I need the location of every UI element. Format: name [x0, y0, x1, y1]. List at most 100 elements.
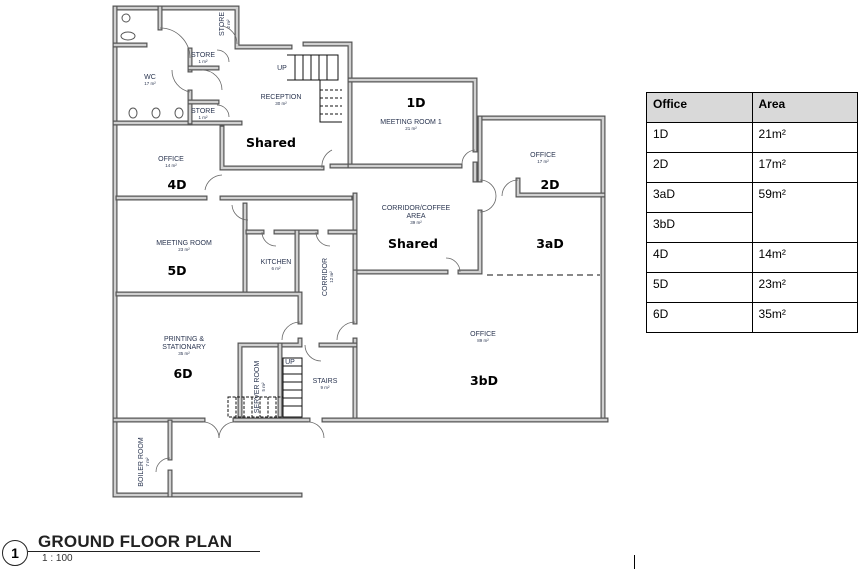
office-cell: 1D	[646, 122, 753, 153]
sink-icon	[121, 13, 131, 23]
tag-1d: 1D	[406, 95, 425, 110]
wall-segment	[457, 209, 483, 275]
tag-shared-reception: Shared	[246, 135, 296, 150]
tag-5d: 5D	[167, 263, 186, 278]
room-area: 21 m²	[405, 126, 417, 131]
room-area: 30 m²	[275, 101, 287, 106]
title-underline	[28, 551, 260, 552]
room-area: 23 m²	[178, 247, 190, 252]
room-area: 9 m²	[321, 385, 331, 390]
walls	[112, 5, 609, 498]
area-cell: 59m²	[751, 182, 858, 243]
area-cell: 23m²	[751, 272, 858, 303]
tag-3ad: 3aD	[536, 236, 564, 251]
room-area: 17 m²	[537, 159, 549, 164]
office-cell: 3aD	[646, 182, 753, 213]
wall-segment	[116, 292, 302, 324]
office-cell: 3bD	[646, 212, 753, 243]
office-cell: 5D	[646, 272, 753, 303]
room-name: OFFICE	[470, 331, 496, 338]
wall-segment	[112, 5, 293, 50]
wall-segment	[220, 126, 324, 170]
area-cell: 17m²	[751, 152, 858, 183]
room-name: PRINTING &	[164, 336, 204, 343]
view-number-badge: 1	[2, 540, 28, 566]
office-cell: 6D	[646, 302, 753, 333]
room-name: CORRIDOR	[322, 258, 329, 296]
room-name: STORE	[191, 108, 215, 115]
tenant-tags: 1D 2D 3aD 3bD 4D 5D 6D Shared Shared	[167, 95, 563, 388]
tag-2d: 2D	[540, 177, 559, 192]
wall-segment	[478, 116, 605, 422]
wall-segment	[516, 178, 605, 197]
tag-3bd: 3bD	[470, 373, 498, 388]
text-cursor	[634, 555, 635, 569]
room-name: STAIRS	[313, 378, 338, 385]
stairs	[227, 54, 342, 418]
room-area: 6 m²	[272, 266, 282, 271]
room-area: 1 m²	[199, 59, 209, 64]
table-row: 3bD	[646, 212, 858, 243]
room-name: OFFICE	[158, 156, 184, 163]
header-area: Area	[751, 92, 858, 123]
room-name: CORRIDOR/COFFEE	[382, 205, 451, 212]
wall-segment	[115, 291, 303, 325]
office-cell: 4D	[646, 242, 753, 273]
doors	[155, 25, 519, 473]
wall-segment	[237, 337, 303, 423]
fixtures	[120, 13, 184, 119]
room-area: 89 m²	[477, 338, 489, 343]
toilet-icon	[120, 31, 136, 41]
wall-segment	[348, 78, 477, 152]
wall-segment	[113, 6, 302, 497]
urinal-icon	[151, 107, 161, 119]
wall-segment	[238, 338, 302, 422]
wall-segment	[515, 177, 606, 198]
room-name: MEETING ROOM	[156, 240, 212, 247]
room-area: 39 m²	[410, 220, 422, 225]
wall-segment	[113, 6, 292, 49]
room-name: WC	[144, 74, 156, 81]
tag-4d: 4D	[167, 177, 186, 192]
room-area: 17 m²	[144, 81, 156, 86]
stair-up-label: UP	[285, 359, 295, 366]
room-area: 35 m²	[178, 351, 190, 356]
room-name: SERVER ROOM	[254, 361, 261, 414]
wall-segment	[303, 42, 352, 168]
office-cell: 2D	[646, 152, 753, 183]
room-name: AREA	[406, 213, 425, 220]
plan-scale: 1 : 100	[42, 553, 73, 564]
room-area: 2 m²	[226, 19, 231, 29]
room-name: BOILER ROOM	[138, 437, 145, 487]
room-name: KITCHEN	[261, 259, 292, 266]
room-area: 7 m²	[145, 457, 150, 467]
area-cell: 21m²	[751, 122, 858, 153]
area-cell: 35m²	[751, 302, 858, 333]
room-name: STORE	[219, 12, 226, 36]
room-name: OFFICE	[530, 152, 556, 159]
urinal-icon	[128, 107, 138, 119]
room-name: STORE	[191, 52, 215, 59]
area-cell: 14m²	[751, 242, 858, 273]
room-labels: WC 17 m² STORE 2 m² STORE 1 m² STORE 1 m…	[138, 12, 556, 487]
table-header-row: Office Area	[646, 92, 858, 123]
tag-6d: 6D	[173, 366, 192, 381]
stair-up-label: UP	[277, 65, 287, 72]
room-area: 5 m²	[261, 382, 266, 392]
plan-title: GROUND FLOOR PLAN	[38, 532, 233, 551]
urinal-icon	[174, 107, 184, 119]
room-name: RECEPTION	[261, 94, 302, 101]
room-name: MEETING ROOM 1	[380, 119, 442, 126]
room-area: 1 m²	[199, 115, 209, 120]
wall-segment	[347, 77, 478, 153]
tag-shared-corridor: Shared	[388, 236, 438, 251]
room-name: STATIONARY	[162, 344, 206, 351]
